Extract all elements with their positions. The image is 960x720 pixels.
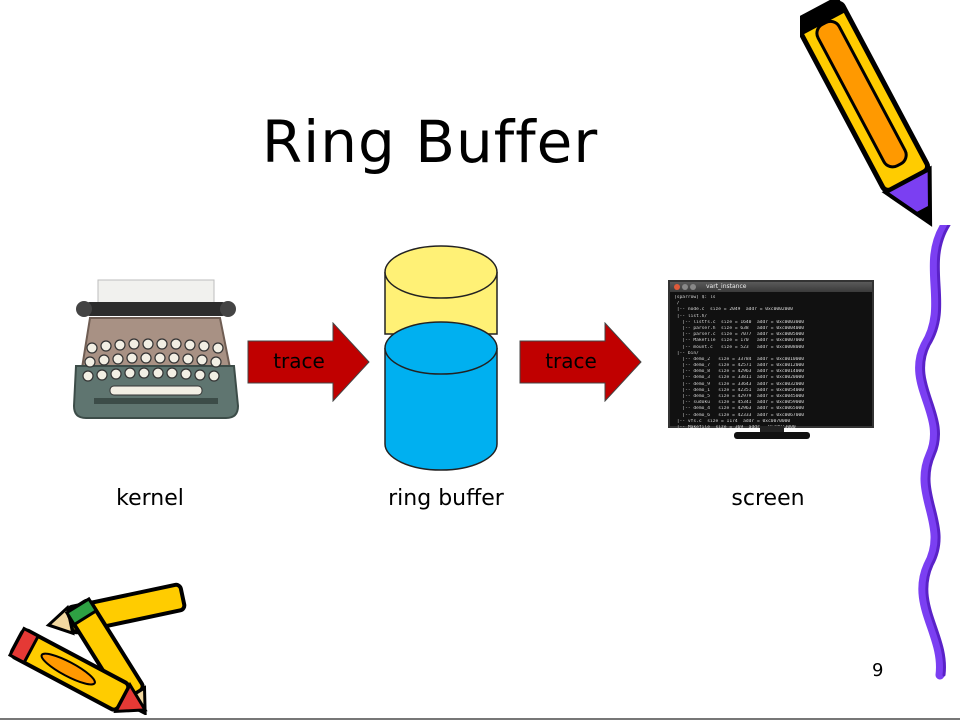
terminal-line: |-- demo_2 size = 33784 addr = 0xc001000… (674, 356, 804, 362)
trace-label-right: trace (545, 349, 597, 373)
trace-arrow-left (247, 322, 370, 402)
page-number: 9 (872, 660, 884, 681)
close-dot-icon (674, 284, 680, 290)
terminal-line: |-- sudoku size = 45341 addr = 0xc005900… (674, 400, 804, 406)
pencil-top-right-icon (800, 0, 933, 227)
kernel-caption: kernel (116, 486, 184, 511)
trace-label-left: trace (273, 349, 325, 373)
terminal-line: |-- demo_7 size = 42571 addr = 0xc001200… (674, 363, 804, 369)
slide-title: Ring Buffer (261, 108, 599, 176)
typewriter-icon (72, 279, 240, 419)
purple-squiggle-icon (915, 225, 951, 680)
screen-caption: screen (731, 486, 805, 511)
terminal-line: |-- listfs.c size = 1640 addr = 0xc00030… (674, 319, 804, 325)
terminal-line: |-- demo_9 size = 33643 addr = 0xc003200… (674, 381, 804, 387)
trace-arrow-right (519, 322, 642, 402)
monitor-screen: vart_instance [sparrow] $: ls / |-- node… (668, 280, 874, 430)
terminal-line: |-- node.c size = 2049 addr = 0xc0002000 (674, 307, 793, 313)
terminal-line: |-- demo_6 size = 42333 addr = 0xc006700… (674, 412, 804, 418)
terminal-line: |-- bin/ (674, 350, 699, 356)
terminal-line: |-- demo_3 size = 33811 addr = 0xc002000… (674, 375, 804, 381)
terminal-line: |-- list.h/ (674, 313, 708, 319)
ring-buffer-caption: ring buffer (388, 486, 504, 511)
terminal-line: |-- parser.c size = 7077 addr = 0xc00050… (674, 332, 804, 338)
terminal-line: |-- demo_4 size = 42963 addr = 0xc006500… (674, 406, 804, 412)
terminal-line: |-- parser.h size = 638 addr = 0xc000400… (674, 325, 804, 331)
monitor-stand-icon (734, 426, 810, 439)
terminal-line: [sparrow] $: ls (674, 295, 716, 300)
terminal-window-title: vart_instance (706, 283, 747, 290)
terminal-line: |-- vfs.c size = 1174 addr = 0xc0070000 (674, 418, 791, 424)
terminal-output: [sparrow] $: ls / |-- node.c size = 2049… (670, 292, 872, 430)
terminal-line: / (674, 301, 680, 307)
terminal-line: |-- Makefile size = 170 addr = 0xc000700… (674, 338, 804, 344)
terminal-line: |-- mount.c size = 523 addr = 0xc0008000 (674, 344, 804, 350)
pencils-bottom-left-icon (7, 582, 187, 715)
terminal-line: |-- demo_5 size = 42979 addr = 0xc004500… (674, 394, 804, 399)
terminal-line: |-- demo_1 size = 42351 addr = 0xc005400… (674, 387, 804, 393)
terminal-line: |-- demo_8 size = 42963 addr = 0xc001400… (674, 369, 804, 375)
bottom-divider (0, 718, 960, 720)
minimize-dot-icon (682, 284, 688, 290)
ring-buffer-cylinder (384, 245, 498, 471)
maximize-dot-icon (690, 284, 696, 290)
terminal-titlebar: vart_instance (670, 282, 872, 292)
